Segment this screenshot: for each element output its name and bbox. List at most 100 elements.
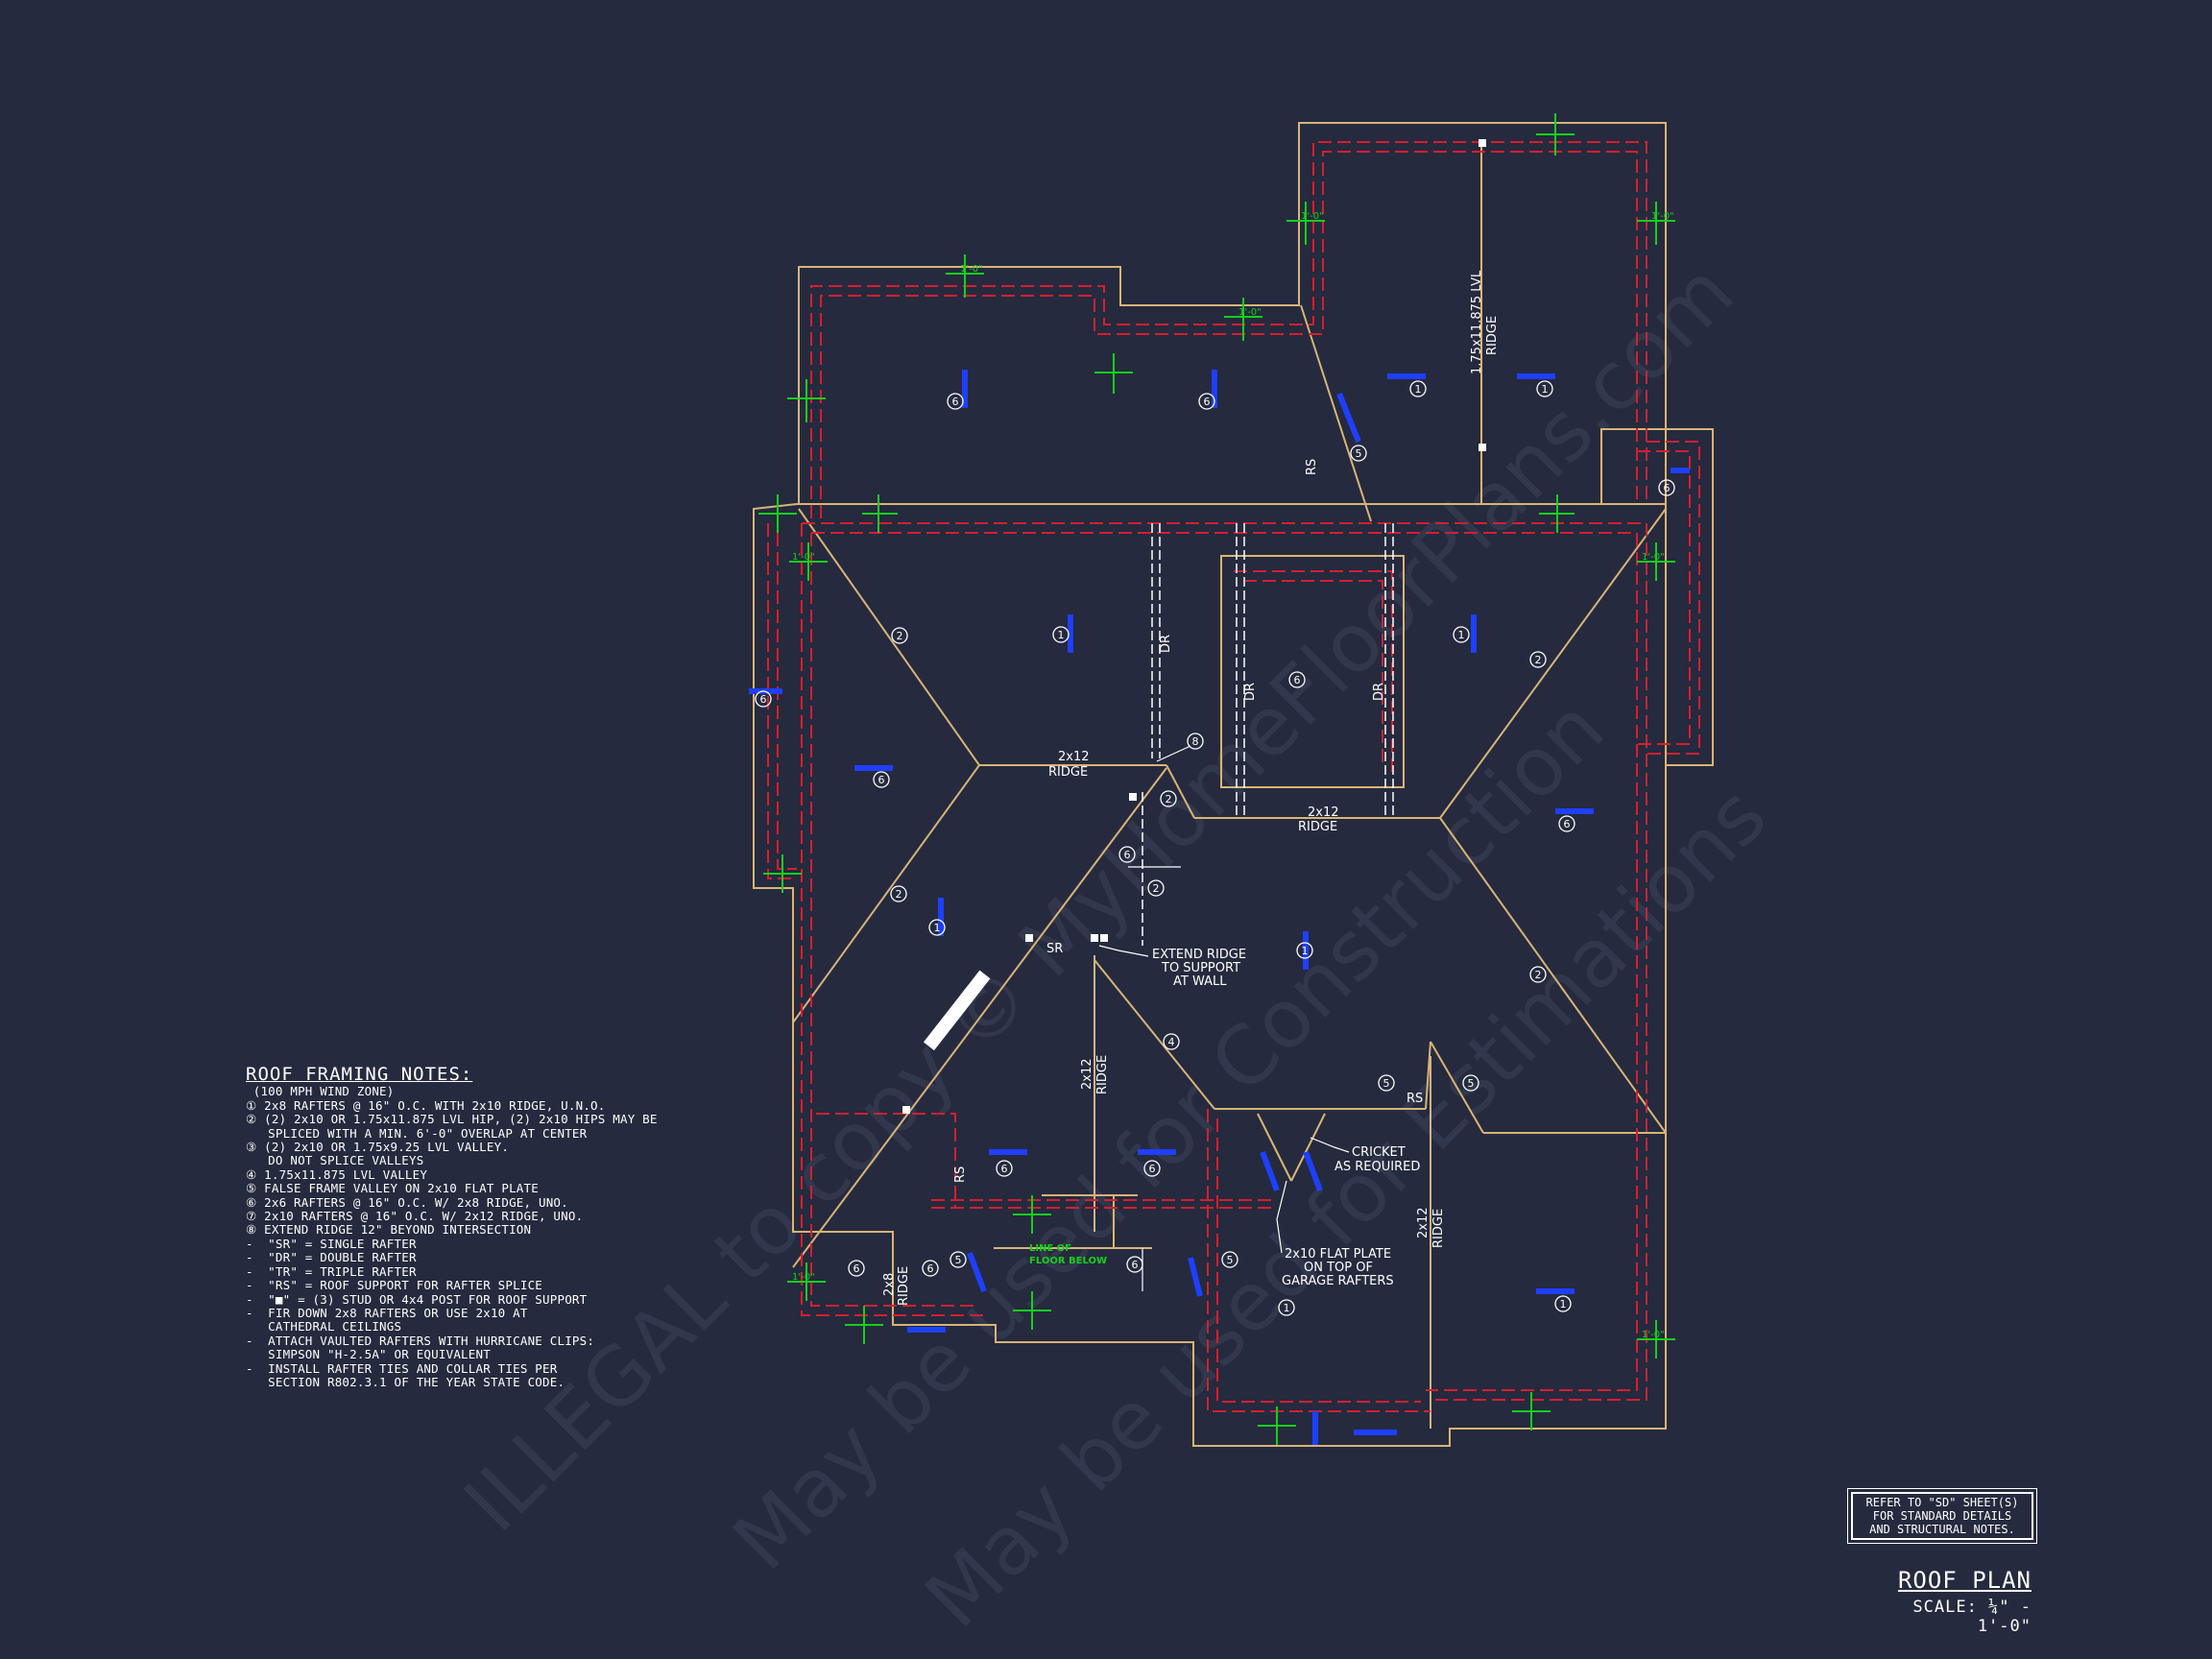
- note-callout: 8: [1187, 733, 1204, 750]
- note-line: ⑧ EXTEND RIDGE 12" BEYOND INTERSECTION: [246, 1222, 532, 1238]
- sheet-scale: SCALE: ¼" - 1'-0": [1912, 1598, 2032, 1636]
- note-line: - "■" = (3) STUD OR 4x4 POST FOR ROOF SU…: [246, 1291, 588, 1307]
- note-circle: [1278, 1299, 1295, 1316]
- note-circle: [873, 771, 890, 788]
- extend-ridge-note: TO SUPPORT: [1161, 961, 1240, 975]
- double-rafter-label: DR: [1159, 635, 1173, 653]
- ridge-size-label: 2x8: [882, 1273, 897, 1296]
- bearing-walls: [767, 141, 1700, 1412]
- note-line: - "SR" = SINGLE RAFTER: [246, 1236, 417, 1251]
- note-callout: 6: [1288, 671, 1306, 688]
- note-number: 2: [1535, 969, 1542, 981]
- note-number: 2: [896, 888, 902, 901]
- note-callout: 1: [1296, 942, 1313, 959]
- note-callout: 4: [1163, 1033, 1180, 1050]
- note-line: DO NOT SPLICE VALLEYS: [246, 1153, 424, 1168]
- post-marker: [1479, 139, 1486, 147]
- note-callout: 2: [1529, 966, 1547, 983]
- note-line: ⑦ 2x10 RAFTERS @ 16" O.C. W/ 2x12 RIDGE,…: [246, 1209, 584, 1224]
- overhang-label: 1'-0": [792, 1272, 815, 1283]
- note-circle: [1163, 1033, 1180, 1050]
- note-callout: 2: [890, 885, 907, 902]
- note-number: 1: [934, 922, 941, 934]
- sheet-title: ROOF PLAN: [1897, 1567, 2032, 1594]
- note-circle: [1529, 651, 1547, 668]
- overhang-label: 1'-0": [1301, 211, 1324, 222]
- post-marker: [1129, 793, 1137, 801]
- note-circle: [1658, 479, 1675, 496]
- reference-box: REFER TO "SD" SHEET(S) FOR STANDARD DETA…: [1847, 1488, 2037, 1544]
- note-circle: [1143, 1160, 1161, 1177]
- post-marker: [1479, 444, 1486, 451]
- support-posts: [902, 139, 1486, 1114]
- roof-framing-notes: ROOF FRAMING NOTES: (100 MPH WIND ZONE)①…: [246, 1065, 658, 1389]
- note-number: 1: [1542, 383, 1549, 396]
- note-circle: [1126, 1256, 1143, 1273]
- note-circle: [1554, 1295, 1572, 1312]
- ridge-size-label: 2x12: [1080, 1058, 1094, 1090]
- ridge-size-label: 2x12: [1308, 805, 1339, 820]
- note-callout: 2: [1160, 790, 1177, 807]
- note-circle: [1536, 380, 1553, 397]
- reference-line: FOR STANDARD DETAILS: [1872, 1509, 2012, 1523]
- cricket-note: AS REQUIRED: [1334, 1160, 1420, 1174]
- double-rafter-label: DR: [1243, 683, 1258, 701]
- note-line: SECTION R802.3.1 OF THE YEAR STATE CODE.: [246, 1374, 565, 1389]
- note-circle: [1052, 626, 1070, 643]
- note-callout: 6: [1126, 1256, 1143, 1273]
- note-callout: 6: [922, 1260, 939, 1277]
- note-number: 5: [1356, 447, 1362, 460]
- flat-plate-note: GARAGE RAFTERS: [1282, 1274, 1394, 1288]
- note-circle: [947, 393, 964, 410]
- lvl-ridge-label: 1.75x11.875 LVL: [1470, 270, 1484, 374]
- note-line: SIMPSON "H-2.5A" OR EQUIVALENT: [246, 1347, 491, 1362]
- ridge-label: RIDGE: [1095, 1055, 1110, 1094]
- note-number: 6: [1149, 1163, 1156, 1175]
- note-number: 2: [1166, 793, 1172, 805]
- note-circle: [1160, 790, 1177, 807]
- note-number: 6: [1001, 1163, 1008, 1175]
- note-line: ⑥ 2x6 RAFTERS @ 16" O.C. W/ 2x8 RIDGE, U…: [246, 1194, 568, 1210]
- post-marker: [1025, 934, 1033, 942]
- note-number: 6: [878, 774, 885, 786]
- overhang-label: 1'-0": [1238, 307, 1262, 318]
- note-number: 6: [1294, 674, 1301, 686]
- note-callout: 6: [1118, 846, 1136, 863]
- note-number: 6: [1564, 818, 1571, 830]
- post-marker: [1100, 934, 1108, 942]
- note-circle: [1558, 815, 1575, 832]
- note-callout: 5: [1221, 1251, 1238, 1268]
- note-callout: 6: [1143, 1160, 1161, 1177]
- note-callout: 1: [1052, 626, 1070, 643]
- note-callout: 1: [1453, 626, 1470, 643]
- reference-line: REFER TO "SD" SHEET(S): [1865, 1496, 2019, 1509]
- note-circle: [1296, 942, 1313, 959]
- flat-plate-note: 2x10 FLAT PLATE: [1285, 1247, 1391, 1262]
- lvl-ridge-label-2: RIDGE: [1485, 316, 1500, 355]
- note-number: 1: [1302, 945, 1309, 957]
- note-circle: [1378, 1074, 1395, 1092]
- double-rafter-lines: [1142, 523, 1394, 946]
- note-callout: 5: [1350, 445, 1367, 462]
- note-line: - "RS" = ROOF SUPPORT FOR RAFTER SPLICE: [246, 1278, 543, 1293]
- roof-support-label: RS: [953, 1166, 968, 1183]
- post-marker: [1091, 934, 1098, 942]
- overhang-label: 1'-0": [1651, 211, 1674, 222]
- note-line: ② (2) 2x10 OR 1.75x11.875 LVL HIP, (2) 2…: [246, 1112, 658, 1127]
- roof-outline: [753, 122, 1714, 1447]
- note-circle: [848, 1260, 865, 1277]
- rafter-tags: [749, 370, 1690, 1445]
- note-callout: 1: [928, 919, 946, 936]
- note-callout: 5: [950, 1251, 967, 1268]
- extend-ridge-note: EXTEND RIDGE: [1152, 948, 1246, 962]
- plan-labels: 2x12 RIDGE 2x12 RIDGE DR DR DR RS RS RS …: [882, 270, 1500, 1306]
- note-callout: 5: [1378, 1074, 1395, 1092]
- reference-line: AND STRUCTURAL NOTES.: [1869, 1523, 2015, 1536]
- note-callout: 2: [1529, 651, 1547, 668]
- overhang-label: 1'-0": [792, 552, 815, 563]
- note-number: 6: [952, 396, 959, 408]
- note-number: 1: [1560, 1298, 1567, 1310]
- overhang-label: 1'-0": [1642, 552, 1665, 563]
